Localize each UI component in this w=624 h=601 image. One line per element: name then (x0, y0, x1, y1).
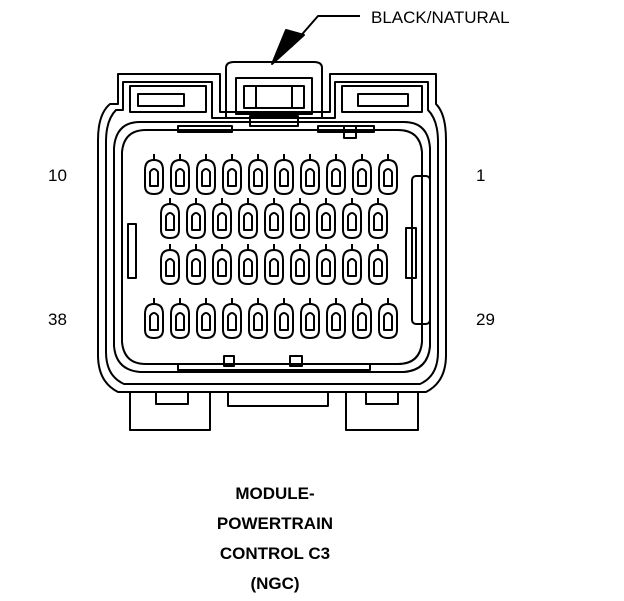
pin-terminal (264, 198, 284, 239)
pin-number-bottom-left: 38 (48, 310, 67, 329)
pin-terminal (342, 198, 362, 239)
caption-line-3: CONTROL C3 (219, 544, 331, 563)
pin-terminal (290, 198, 310, 239)
pin-terminal (170, 298, 190, 339)
pin-terminal (212, 198, 232, 239)
callout-arrow (271, 15, 360, 65)
pin-terminal (222, 298, 242, 339)
pin-terminal (248, 154, 268, 195)
pin-terminal (160, 244, 180, 285)
callout-label: BLACK/NATURAL (371, 8, 510, 27)
pin-terminal (378, 154, 398, 195)
pin-terminal (378, 298, 398, 339)
pin-number-top-right: 1 (476, 166, 486, 185)
pin-terminal (326, 154, 346, 195)
pin-terminal (238, 198, 258, 239)
pin-terminal (300, 154, 320, 195)
pin-terminal (352, 154, 372, 195)
pin-terminal (352, 298, 372, 339)
right-guide (405, 175, 431, 325)
center-lock (225, 61, 323, 127)
caption-line-4: (NGC) (250, 574, 300, 593)
top-right-latch (341, 85, 423, 113)
pin-terminal (264, 244, 284, 285)
pin-terminal (160, 198, 180, 239)
pin-terminal (196, 298, 216, 339)
pin-number-bottom-right: 29 (476, 310, 495, 329)
left-guide (127, 223, 137, 279)
pin-number-top-left: 10 (48, 166, 67, 185)
pin-terminal (326, 298, 346, 339)
bottom-center-tab (227, 391, 329, 407)
top-left-latch (129, 85, 207, 113)
bottom-left-latch (129, 391, 211, 431)
pin-terminal (300, 298, 320, 339)
pin-terminal (316, 244, 336, 285)
pin-terminal (342, 244, 362, 285)
top-key-slots (177, 125, 375, 139)
pin-terminal (316, 198, 336, 239)
pin-terminal (170, 154, 190, 195)
pin-terminal (222, 154, 242, 195)
pin-terminal (238, 244, 258, 285)
caption-line-2: POWERTRAIN (216, 514, 334, 533)
pin-terminal (368, 198, 388, 239)
pin-terminal (144, 154, 164, 195)
connector-caption: MODULE- POWERTRAIN CONTROL C3 (NGC) (150, 481, 400, 601)
pin-terminal (274, 298, 294, 339)
pin-terminal (212, 244, 232, 285)
bottom-right-latch (345, 391, 419, 431)
pin-terminal (196, 154, 216, 195)
pin-terminal (248, 298, 268, 339)
pin-terminal (186, 198, 206, 239)
caption-line-1: MODULE- (235, 484, 315, 503)
pin-terminal (274, 154, 294, 195)
pin-terminal (368, 244, 388, 285)
pin-field (144, 154, 398, 339)
connector-housing (97, 73, 447, 393)
pin-terminal (186, 244, 206, 285)
bottom-key-slots (177, 355, 371, 371)
pin-terminal (290, 244, 310, 285)
pin-terminal (144, 298, 164, 339)
